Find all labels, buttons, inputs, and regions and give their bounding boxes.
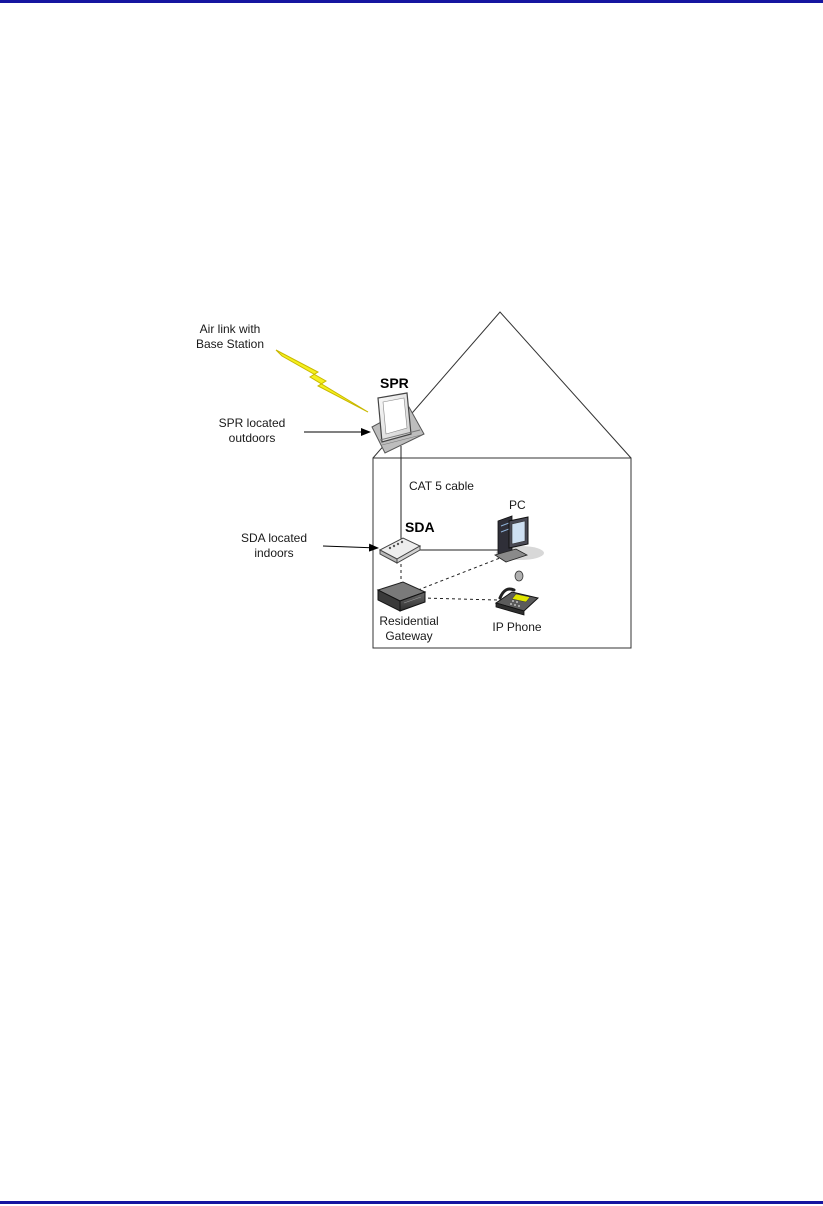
residential-gateway-label-line1: Residential bbox=[379, 614, 438, 628]
top-rule bbox=[0, 0, 823, 3]
gateway-phone-dashed-link bbox=[421, 597, 498, 601]
ip-phone-label: IP Phone bbox=[492, 620, 541, 634]
pc-label: PC bbox=[509, 498, 526, 512]
ip-phone-icon bbox=[494, 587, 540, 616]
cat5-cable-label: CAT 5 cable bbox=[409, 479, 474, 493]
sda-located-arrow bbox=[322, 543, 379, 552]
lightning-bolt-icon bbox=[275, 349, 369, 413]
spr-located-label-line1: SPR located bbox=[219, 416, 286, 430]
residential-gateway-label-line2: Gateway bbox=[385, 629, 432, 643]
sda-located-label-line1: SDA located bbox=[241, 531, 307, 545]
sda-title: SDA bbox=[405, 519, 435, 535]
spr-antenna-unit-icon bbox=[371, 392, 425, 454]
sda-adapter-box-icon bbox=[378, 537, 422, 564]
gateway-pc-dashed-link bbox=[417, 557, 501, 591]
desktop-computer-icon bbox=[494, 515, 544, 582]
air-link-label-line1: Air link with bbox=[200, 322, 261, 336]
bottom-rule bbox=[0, 1201, 823, 1204]
air-link-label-line2: Base Station bbox=[196, 337, 264, 351]
house-roof bbox=[372, 311, 632, 459]
spr-title: SPR bbox=[380, 375, 409, 391]
sda-located-label-line2: indoors bbox=[254, 546, 293, 560]
residential-gateway-icon bbox=[376, 581, 427, 612]
spr-located-label-line2: outdoors bbox=[229, 431, 276, 445]
house-walls bbox=[372, 457, 632, 649]
